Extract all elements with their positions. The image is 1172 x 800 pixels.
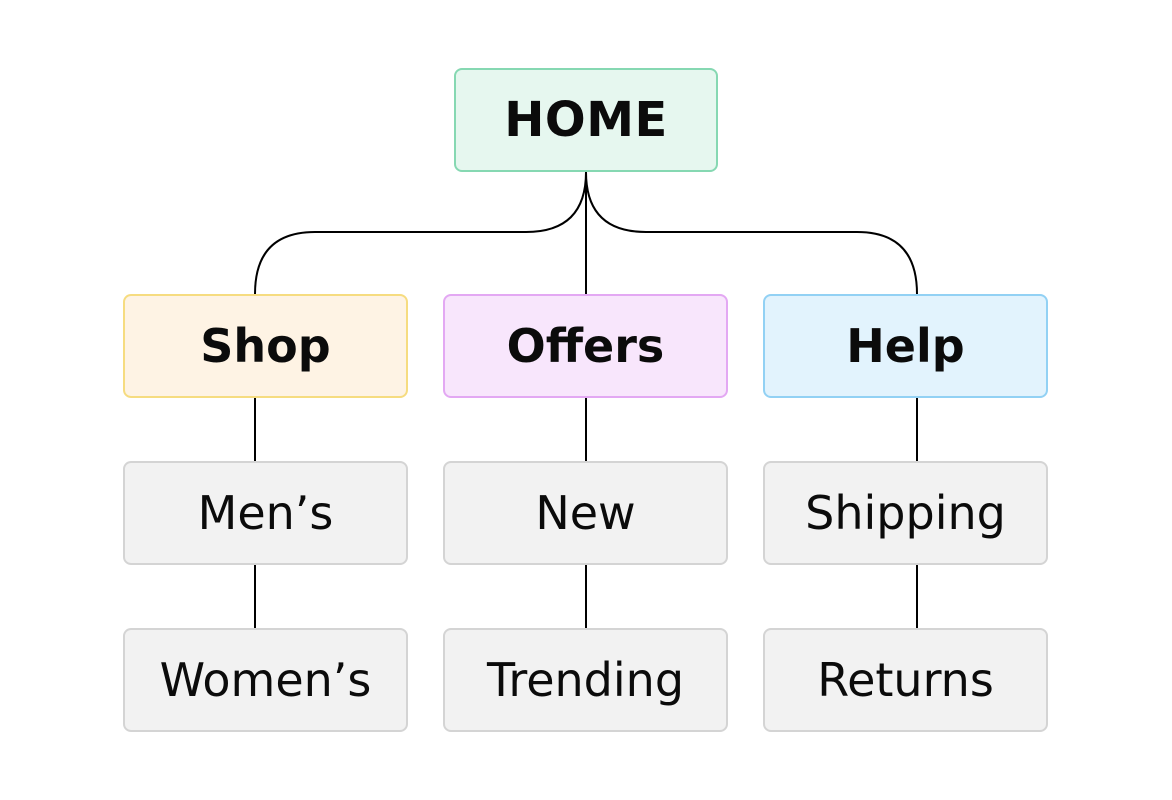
node-mens[interactable]: Men’s <box>123 461 408 565</box>
node-offers-label: Offers <box>506 319 665 373</box>
node-shipping-label: Shipping <box>805 486 1006 540</box>
node-help-label: Help <box>846 319 965 373</box>
node-womens[interactable]: Women’s <box>123 628 408 732</box>
connector-home-shop <box>254 171 587 295</box>
node-returns-label: Returns <box>817 653 994 707</box>
node-offers[interactable]: Offers <box>443 294 728 398</box>
node-home-label: HOME <box>504 92 668 148</box>
node-shop[interactable]: Shop <box>123 294 408 398</box>
node-help[interactable]: Help <box>763 294 1048 398</box>
node-trending[interactable]: Trending <box>443 628 728 732</box>
node-womens-label: Women’s <box>159 653 372 707</box>
node-shipping[interactable]: Shipping <box>763 461 1048 565</box>
node-new[interactable]: New <box>443 461 728 565</box>
node-shop-label: Shop <box>200 319 331 373</box>
node-returns[interactable]: Returns <box>763 628 1048 732</box>
node-home[interactable]: HOME <box>454 68 718 172</box>
node-mens-label: Men’s <box>197 486 334 540</box>
node-trending-label: Trending <box>486 653 685 707</box>
node-new-label: New <box>535 486 636 540</box>
connector-home-help <box>585 171 918 295</box>
